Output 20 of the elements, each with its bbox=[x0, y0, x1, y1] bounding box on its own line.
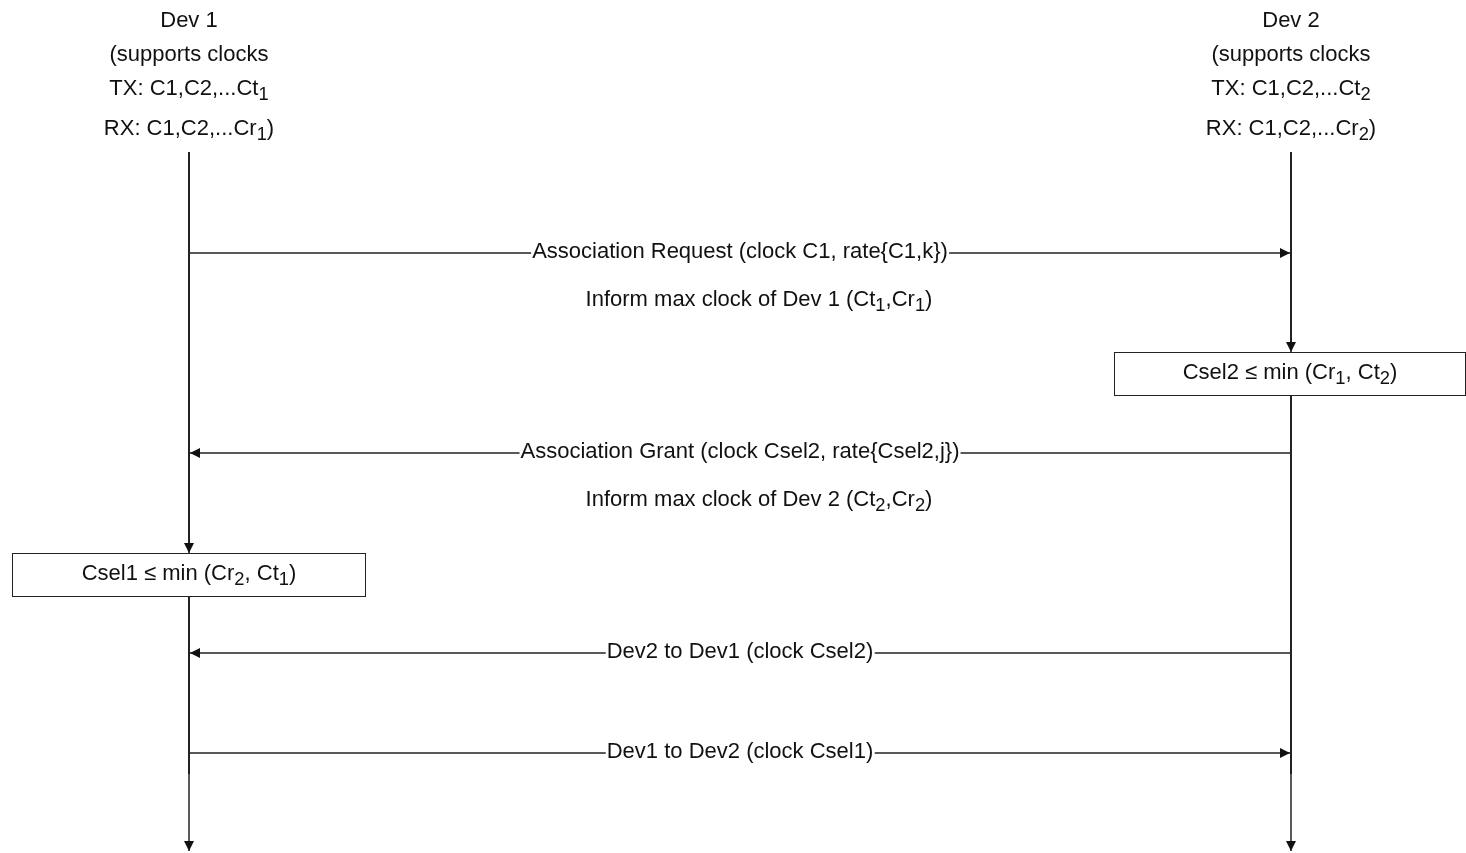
lifeline bbox=[1290, 152, 1292, 342]
participant-note: TX: C1,C2,...Ct$_{2}$ bbox=[1211, 74, 1371, 107]
participant-note: RX: C1,C2,...Cr$_{1}$) bbox=[103, 114, 275, 147]
process-box: Csel2 ≤ min (Cr$_{1}$, Ct$_{2}$) bbox=[1114, 352, 1466, 396]
participant-note: (supports clocks bbox=[1211, 40, 1371, 68]
message-note: Inform max clock of Dev 1 (Ct$_{1}$,Cr$_{1}$) bbox=[585, 285, 933, 317]
lifeline bbox=[188, 152, 190, 543]
participant-name: Dev 2 bbox=[1262, 6, 1320, 34]
participant-name: Dev 1 bbox=[160, 6, 218, 34]
lifeline bbox=[1290, 396, 1292, 774]
participant-note: (supports clocks bbox=[109, 40, 269, 68]
lifeline bbox=[188, 597, 190, 774]
lifeline-arrow bbox=[1286, 773, 1296, 852]
participant-note: RX: C1,C2,...Cr$_{2}$) bbox=[1205, 114, 1377, 147]
process-box: Csel1 ≤ min (Cr$_{2}$, Ct$_{1}$) bbox=[12, 553, 366, 597]
message-note: Inform max clock of Dev 2 (Ct$_{2}$,Cr$_{2}$) bbox=[585, 485, 933, 517]
participant-note: TX: C1,C2,...Ct$_{1}$ bbox=[109, 74, 269, 107]
lifeline-arrow bbox=[184, 773, 194, 852]
lifeline-arrow bbox=[184, 542, 194, 554]
lifeline-arrow bbox=[1286, 341, 1296, 353]
